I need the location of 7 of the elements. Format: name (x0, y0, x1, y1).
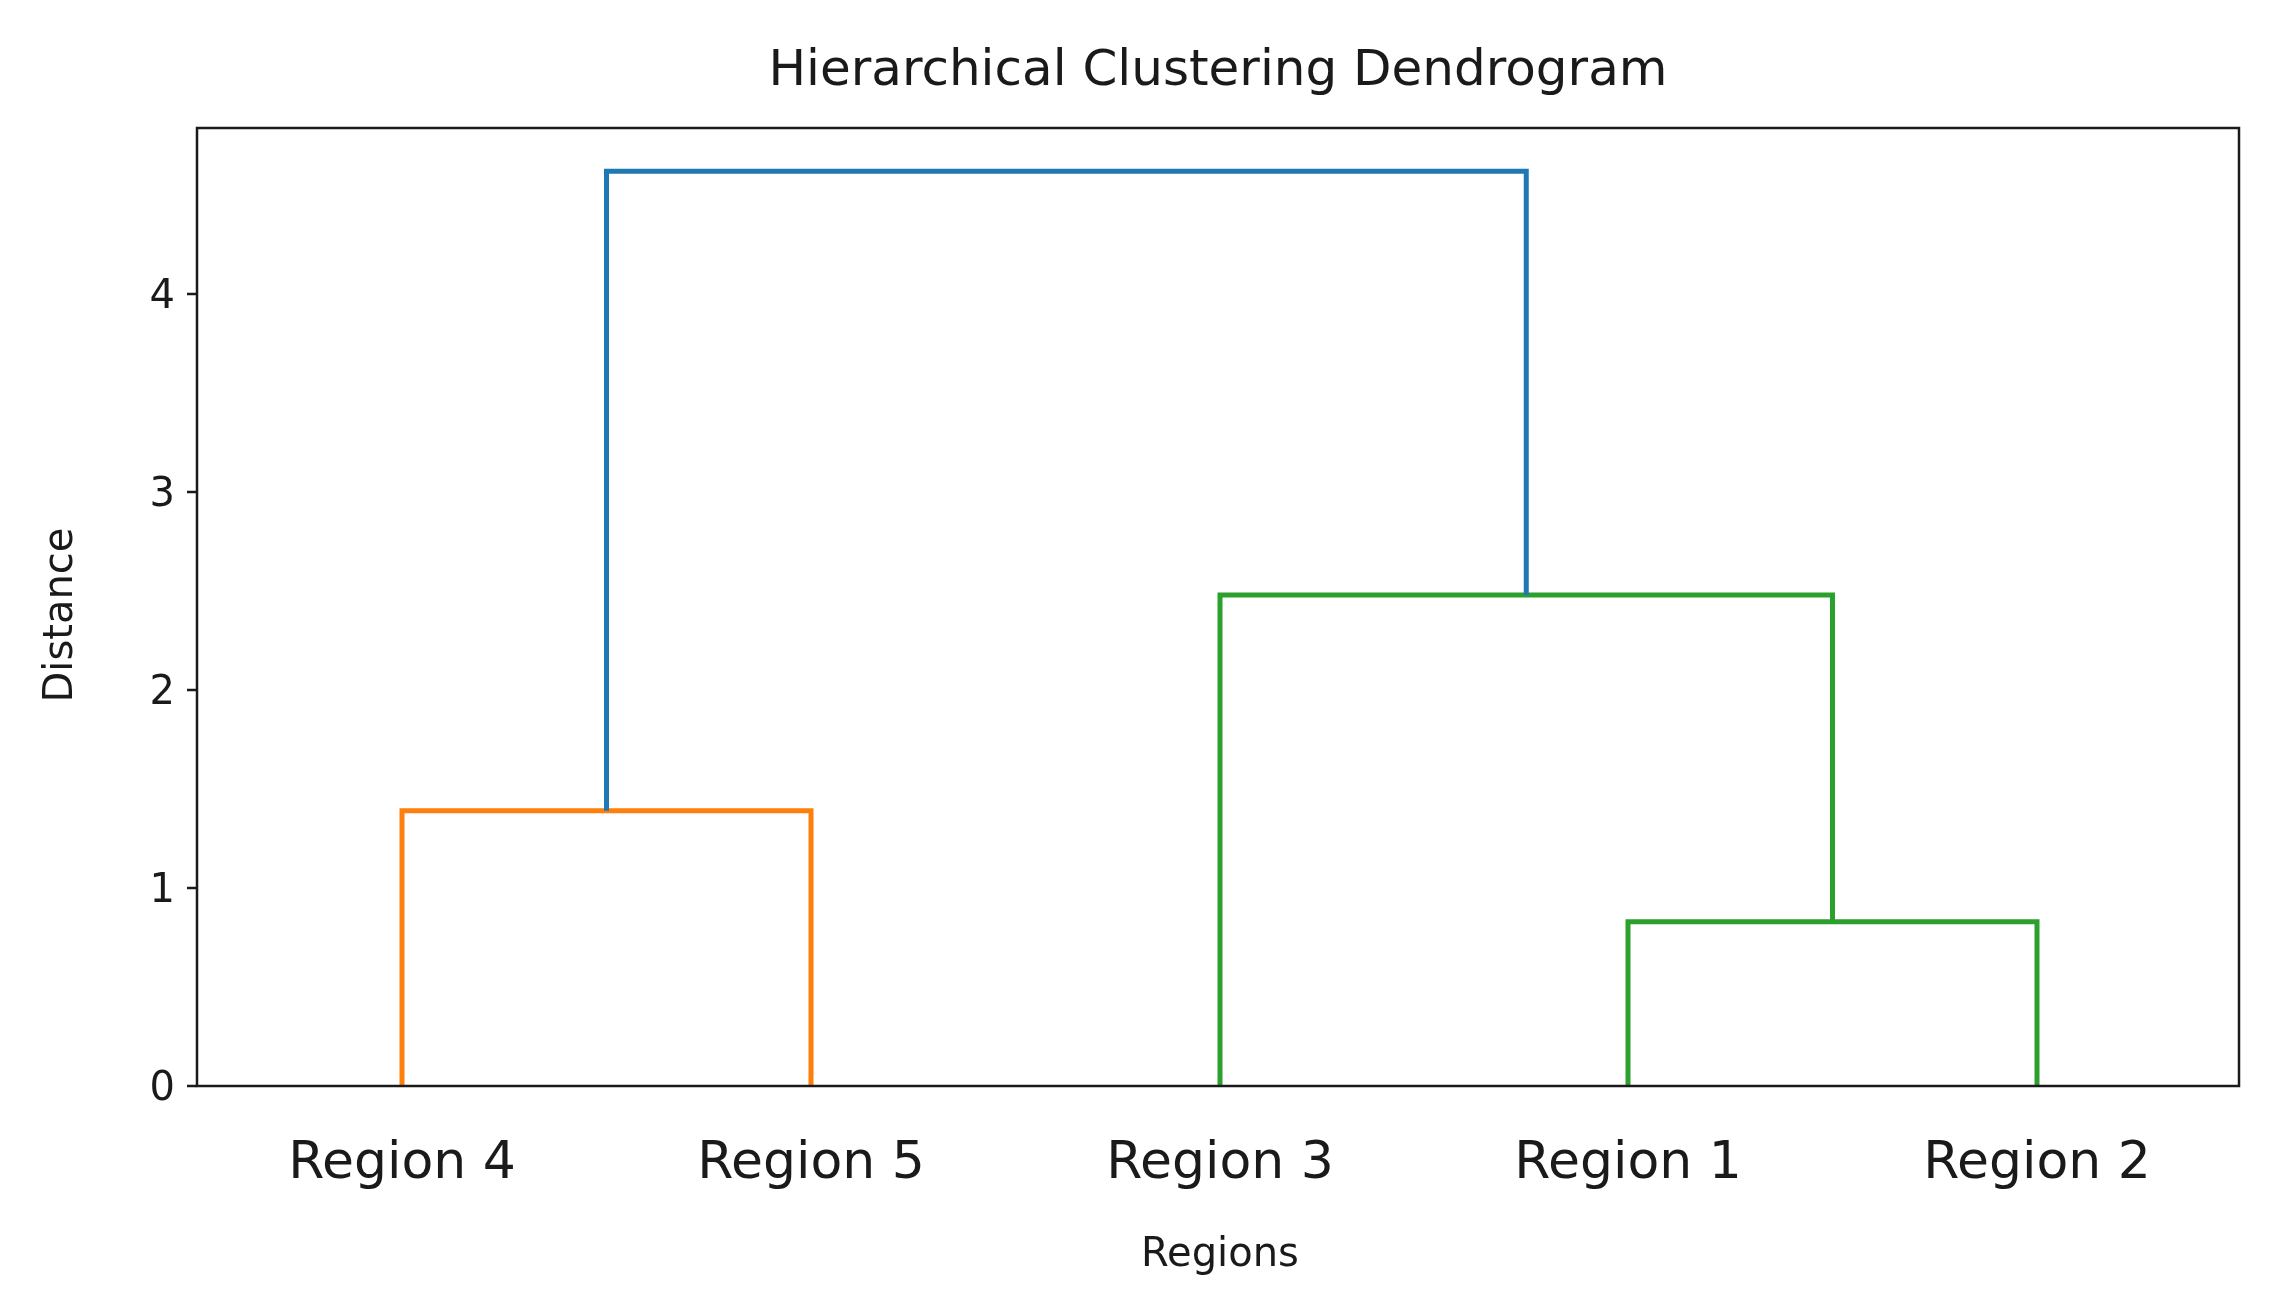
tick-label: 3 (149, 472, 175, 512)
tick-label: 0 (149, 1066, 175, 1106)
chart-title: Hierarchical Clustering Dendrogram (768, 43, 1668, 93)
tick-label: 1 (149, 868, 175, 908)
tick-label: 2 (149, 670, 175, 710)
tick-label: 4 (149, 274, 175, 314)
axis-title: Distance (38, 527, 78, 703)
